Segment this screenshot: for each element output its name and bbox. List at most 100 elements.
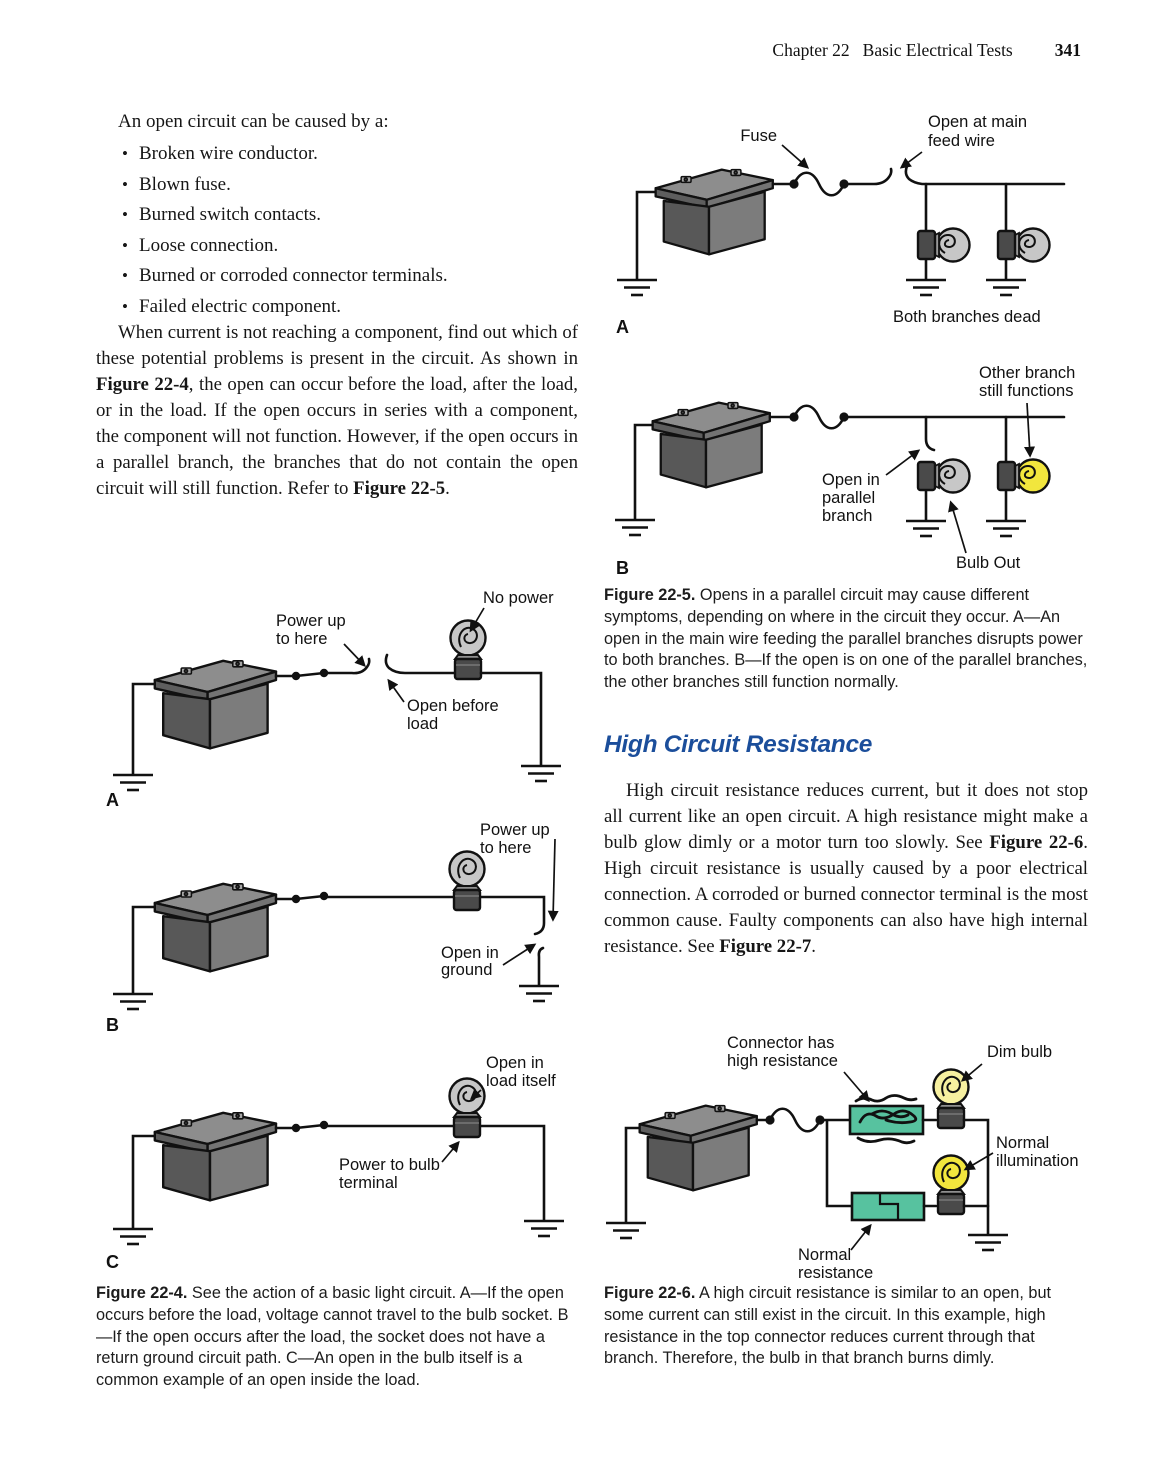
figure-22-4c-diagram: Open in load itself Power to bulb termin… xyxy=(106,1054,566,1272)
label-arrow xyxy=(1024,402,1036,458)
paragraph-text: . High circuit resistance is usually cau… xyxy=(604,832,1089,957)
list-item: • Failed electric component. xyxy=(96,296,578,318)
ground-symbol xyxy=(613,518,657,537)
label-open-in-load: Open in xyxy=(486,1054,544,1072)
bullet-icon: • xyxy=(122,296,128,316)
light-bulb-open-load xyxy=(448,1077,486,1139)
label-arrow xyxy=(899,151,923,169)
label-both-branches-dead: Both branches dead xyxy=(893,308,1041,326)
ground-wire xyxy=(131,682,157,776)
ground-wire xyxy=(131,1134,157,1230)
dead-bulb xyxy=(996,227,1051,263)
figure-22-6-caption: Figure 22-6. A high circuit resistance i… xyxy=(604,1283,1088,1370)
bullet-icon: • xyxy=(122,205,128,224)
fuse-symbol xyxy=(764,1107,826,1133)
label-connector-high-resistance-2: high resistance xyxy=(727,1052,838,1070)
ground-symbol xyxy=(966,1233,1010,1252)
junction-wires xyxy=(818,1118,854,1208)
ground-symbol xyxy=(111,1227,155,1246)
paragraph-text: , the open can occur before the load, af… xyxy=(96,374,579,499)
figure-22-5b-diagram: Other branch still functions Open in par… xyxy=(613,364,1075,578)
label-dim-bulb: Dim bulb xyxy=(987,1043,1052,1061)
label-open-parallel: Open in xyxy=(822,471,880,489)
bullet-icon: • xyxy=(122,235,128,255)
figure-part-tag: B xyxy=(616,558,629,578)
caption-label: Figure 22-6. xyxy=(604,1284,696,1302)
label-arrow xyxy=(843,1071,870,1103)
label-open-at-main-2: feed wire xyxy=(928,132,995,150)
label-arrow xyxy=(469,607,485,633)
bullet-icon: • xyxy=(122,174,128,194)
label-fuse: Fuse xyxy=(740,127,777,145)
figure-22-4-reference: Figure 22-4 xyxy=(96,374,189,395)
chapter-title: Basic Electrical Tests xyxy=(862,40,1013,60)
figure-22-4-caption: Figure 22-4. See the action of a basic l… xyxy=(96,1283,578,1392)
ground-wire xyxy=(131,905,157,995)
switch-symbol xyxy=(290,1119,330,1134)
label-arrow xyxy=(960,1063,983,1082)
ground-wire xyxy=(633,423,655,521)
label-open-in-load-2: load itself xyxy=(486,1072,556,1090)
page-header: Chapter 22 Basic Electrical Tests 341 xyxy=(772,40,1081,61)
list-item-text: Loose connection. xyxy=(139,234,279,256)
label-power-to-bulb-2: terminal xyxy=(339,1174,398,1192)
label-power-up-2: to here xyxy=(276,630,327,648)
paragraph-high-resistance: High circuit resistance reduces current,… xyxy=(604,778,1088,960)
return-wire xyxy=(479,671,543,767)
ground-symbol xyxy=(111,773,155,792)
light-bulb xyxy=(449,619,487,681)
battery xyxy=(153,882,278,973)
dead-bulb xyxy=(916,227,971,263)
label-open-in-ground: Open in xyxy=(441,944,499,962)
list-item: • Loose connection. xyxy=(96,235,578,257)
label-other-branch-2: still functions xyxy=(979,382,1073,400)
bulb-out xyxy=(916,458,971,494)
label-normal-resistance-2: resistance xyxy=(798,1264,873,1282)
switch-symbol xyxy=(290,667,330,682)
figure-part-tag: B xyxy=(106,1015,119,1035)
lit-bulb xyxy=(996,458,1051,494)
battery xyxy=(153,1111,278,1202)
caption-text: See the action of a basic light circuit.… xyxy=(96,1284,569,1390)
ground-wire xyxy=(624,1126,642,1224)
paragraph-text: High circuit resistance reduces current,… xyxy=(604,780,1088,853)
label-arrow xyxy=(469,1088,482,1100)
ground-stub-wire xyxy=(537,946,545,987)
page-number: 341 xyxy=(1054,40,1081,60)
list-item-text: Broken wire conductor. xyxy=(139,143,318,164)
ground-symbol xyxy=(522,1219,566,1238)
ground-symbol xyxy=(604,1221,648,1240)
wire-open-left xyxy=(322,657,371,675)
figure-22-5a-diagram: Fuse Open at main feed wire Both branche… xyxy=(615,113,1066,337)
label-arrow xyxy=(781,144,810,169)
label-power-up: Power up xyxy=(480,821,550,839)
right-rail-wire xyxy=(962,1118,990,1236)
bullet-icon: • xyxy=(122,266,128,285)
label-arrow xyxy=(850,1223,872,1251)
battery xyxy=(654,168,774,256)
figure-22-5-reference: Figure 22-5 xyxy=(353,478,446,499)
caption-label: Figure 22-5. xyxy=(604,586,696,604)
label-open-in-ground-2: ground xyxy=(441,961,492,979)
branch-open-wire xyxy=(924,415,936,452)
figure-part-tag: C xyxy=(106,1252,119,1272)
ground-wire xyxy=(635,190,658,281)
wire-and-return xyxy=(322,1124,546,1222)
ground-symbol xyxy=(984,278,1028,297)
battery xyxy=(153,659,278,750)
battery xyxy=(651,401,771,489)
label-arrow xyxy=(441,1140,460,1163)
battery xyxy=(638,1104,758,1192)
figure-22-5-caption: Figure 22-5. Opens in a parallel circuit… xyxy=(604,585,1088,694)
figure-22-4b-diagram: Power up to here Open in ground B xyxy=(106,821,561,1035)
list-item-text: Blown fuse. xyxy=(139,173,231,195)
label-arrow xyxy=(547,838,559,922)
feed-wire xyxy=(904,164,1066,186)
paragraph-text: . xyxy=(811,936,816,957)
list-item: •Burned or corroded connector terminals. xyxy=(96,265,578,287)
list-item-text: Failed electric component. xyxy=(139,295,342,317)
paragraph-open-circuit: When current is not reaching a component… xyxy=(96,320,578,502)
label-arrow xyxy=(885,449,921,476)
figure-22-4a-diagram: Power up to here No power Open before lo… xyxy=(106,589,563,810)
label-normal-resistance: Normal xyxy=(798,1246,851,1264)
